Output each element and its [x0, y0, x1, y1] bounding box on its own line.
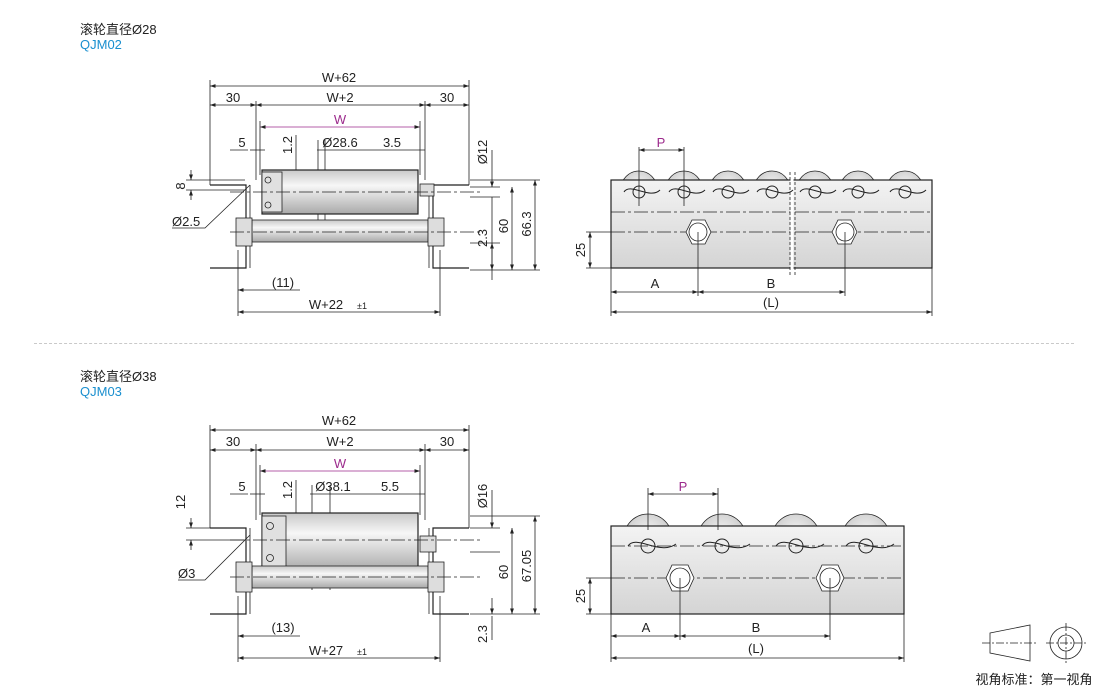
dim-5-5: 5.5	[381, 479, 399, 494]
dim-pitch: P	[679, 479, 688, 494]
section-1-code: QJM02	[80, 37, 122, 52]
section-2-side-labels: P 25 A B (L)	[573, 479, 764, 656]
dim-b: B	[767, 276, 776, 291]
section-2-title: 滚轮直径Ø38 QJM03	[80, 369, 157, 399]
dim-side-left: 30	[226, 90, 240, 105]
dim-paren: (13)	[271, 620, 294, 635]
section-2-side-view	[586, 488, 905, 662]
dim-w: W	[334, 456, 347, 471]
dim-roller-diameter: Ø28.6	[322, 135, 357, 150]
dim-w: W	[334, 112, 347, 127]
dim-2-3: 2.3	[475, 625, 490, 643]
projection-label: 视角标准：第一视角	[975, 672, 1092, 687]
dim-shaft-diameter: Ø16	[475, 484, 490, 509]
dim-pin-diameter: Ø2.5	[172, 214, 200, 229]
dim-60: 60	[496, 219, 511, 233]
section-1-front-labels: W+62 30 W+2 30 W 5 1.2 Ø28.6 3.5 Ø12 8 Ø…	[172, 70, 534, 312]
dim-shaft-diameter: Ø12	[475, 140, 490, 165]
dim-25: 25	[573, 589, 588, 603]
section-1-name: 滚轮直径Ø28	[80, 22, 157, 37]
dim-roller-diameter: Ø38.1	[315, 479, 350, 494]
projection-symbol	[982, 623, 1086, 663]
section-2-front-labels: W+62 30 W+2 30 W 5 1.2 Ø38.1 5.5 Ø16 12 …	[173, 413, 534, 658]
dim-b: B	[752, 620, 761, 635]
concentric-circles-icon	[1046, 623, 1086, 663]
dim-12: 12	[173, 495, 188, 509]
dim-pitch: P	[657, 135, 666, 150]
dim-length: (L)	[763, 295, 779, 310]
section-2-name: 滚轮直径Ø38	[80, 369, 157, 384]
dim-side-left: 30	[226, 434, 240, 449]
section-2-code: QJM03	[80, 384, 122, 399]
dim-60: 60	[496, 565, 511, 579]
section-1-side-view	[586, 147, 933, 316]
truncated-cone-icon	[982, 624, 1038, 662]
section-divider	[34, 343, 1074, 344]
dim-25: 25	[573, 243, 588, 257]
dim-tolerance: ±1	[357, 301, 367, 311]
dim-1-2: 1.2	[280, 481, 295, 499]
section-1-title: 滚轮直径Ø28 QJM02	[80, 22, 157, 52]
dim-paren: (11)	[272, 275, 294, 290]
dim-a: A	[651, 276, 660, 291]
section-1-front-view	[172, 80, 540, 316]
dim-w62: W+62	[322, 413, 356, 428]
dim-height: 67.05	[519, 550, 534, 583]
dim-pin-diameter: Ø3	[178, 566, 195, 581]
dim-tolerance: ±1	[357, 647, 367, 657]
dim-5: 5	[238, 479, 245, 494]
section-2-front-view	[178, 425, 540, 662]
dim-a: A	[642, 620, 651, 635]
dim-length: (L)	[748, 641, 764, 656]
section-1-side-labels: P 25 A B (L)	[573, 135, 779, 310]
dim-height: 66.3	[519, 211, 534, 236]
dim-w27: W+27	[309, 643, 343, 658]
dim-2-3: 2.3	[475, 229, 490, 247]
dim-side-right: 30	[440, 90, 454, 105]
dim-8: 8	[173, 182, 188, 189]
dim-w2: W+2	[326, 90, 353, 105]
dim-5: 5	[238, 135, 245, 150]
dim-side-right: 30	[440, 434, 454, 449]
dim-w2: W+2	[326, 434, 353, 449]
dim-1-2: 1.2	[280, 136, 295, 154]
dim-w22: W+22	[309, 297, 343, 312]
dim-3-5: 3.5	[383, 135, 401, 150]
dim-w62: W+62	[322, 70, 356, 85]
